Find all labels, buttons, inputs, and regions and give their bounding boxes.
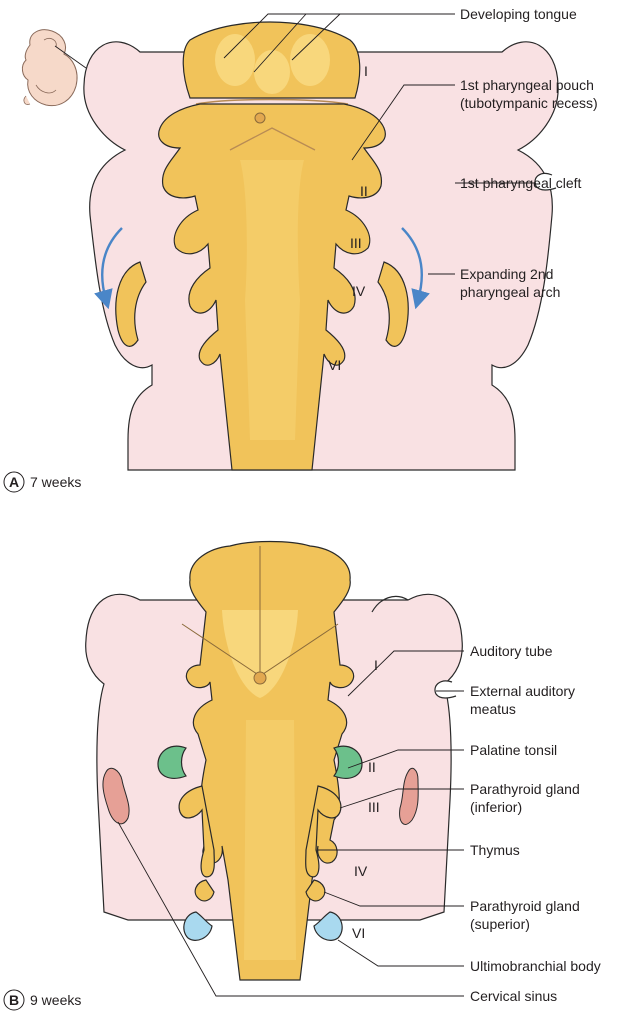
label-parathyroid-inferior-line2: (inferior) — [470, 799, 522, 815]
label-parathyroid-inferior-line1: Parathyroid gland — [470, 781, 580, 797]
arch-numeral-ii-b: II — [368, 759, 376, 775]
caption-text-b: 9 weeks — [30, 992, 81, 1008]
pharynx-center-highlight-a — [240, 160, 304, 440]
label-pouch-line1: 1st pharyngeal pouch — [460, 77, 594, 93]
arch-numeral-iv-a: IV — [352, 283, 366, 299]
arch-numeral-iii-b: III — [368, 799, 380, 815]
label-meatus-line2: meatus — [470, 701, 516, 717]
arch-numeral-iii-a: III — [350, 235, 362, 251]
label-developing-tongue: Developing tongue — [460, 6, 577, 22]
leader-ultimobranchial — [338, 940, 464, 966]
arch-numeral-i-a: I — [364, 63, 368, 79]
label-cervical-sinus: Cervical sinus — [470, 988, 557, 1004]
label-meatus-line1: External auditory — [470, 683, 575, 699]
label-pouch-line2: (tubotympanic recess) — [460, 95, 598, 111]
arch-numeral-vi-a: VI — [328, 357, 341, 373]
label-ultimobranchial-body: Ultimobranchial body — [470, 958, 601, 974]
label-expanding-line1: Expanding 2nd — [460, 266, 553, 282]
caption-text-a: 7 weeks — [30, 474, 81, 490]
foramen-cecum-b — [254, 672, 266, 684]
caption-letter-b: B — [9, 992, 19, 1008]
tongue-swelling-right — [290, 34, 330, 86]
panel-b: I II III IV VI Auditory tube External au… — [4, 542, 601, 1011]
arch-numeral-iv-b: IV — [354, 863, 368, 879]
foramen-cecum-a — [255, 113, 265, 123]
label-parathyroid-superior-line2: (superior) — [470, 916, 530, 932]
tongue-swelling-left — [215, 34, 255, 86]
label-expanding-line2: pharyngeal arch — [460, 284, 560, 300]
external-meatus-notch — [435, 681, 456, 698]
panel-a: I II III IV VI Developing tongue 1st pha… — [4, 6, 598, 492]
arch-numeral-ii-a: II — [360, 183, 368, 199]
tongue-swelling-middle — [254, 50, 290, 94]
label-auditory-tube: Auditory tube — [470, 643, 553, 659]
label-thymus: Thymus — [470, 842, 520, 858]
pharynx-center-highlight-b — [244, 720, 296, 960]
label-parathyroid-superior-line1: Parathyroid gland — [470, 898, 580, 914]
arch-numeral-vi-b: VI — [352, 925, 365, 941]
embryo-thumbnail-icon — [22, 30, 86, 106]
label-palatine-tonsil: Palatine tonsil — [470, 742, 557, 758]
caption-letter-a: A — [9, 474, 19, 490]
label-cleft-a: 1st pharyngeal cleft — [460, 175, 582, 191]
